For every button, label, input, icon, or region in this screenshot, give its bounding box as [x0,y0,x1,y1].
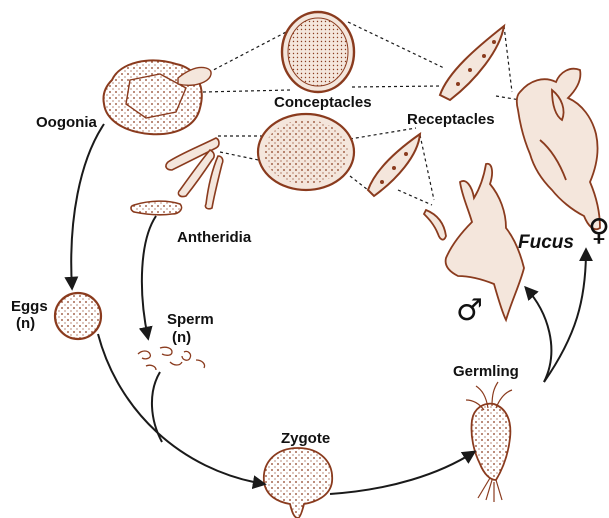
antheridia-illustration [131,138,223,215]
male-conceptacle-illustration [258,114,354,190]
male-symbol: ♂ [456,293,483,328]
label-eggs: Eggs [11,298,48,315]
female-symbol: ♀ [588,213,609,248]
egg-illustration [55,293,101,339]
label-eggs-ploidy: (n) [16,315,35,332]
label-germling: Germling [453,363,519,380]
label-zygote: Zygote [281,430,330,447]
sperm-illustration [138,347,205,370]
label-fucus: Fucus [518,232,574,253]
female-fucus-thallus-illustration [517,69,600,230]
zygote-illustration [264,448,332,518]
arrow-eggs-to-zygote [98,334,264,484]
label-antheridia: Antheridia [177,229,252,246]
label-sperm-ploidy: (n) [172,329,191,346]
germling-illustration [466,382,512,502]
label-oogonia: Oogonia [36,114,97,131]
male-receptacle-illustration [368,134,420,196]
arrow-sperm-to-zygote [152,372,162,442]
label-receptacles: Receptacles [407,111,495,128]
female-conceptacle-illustration [282,12,354,92]
arrow-zygote-to-germling [330,452,474,494]
oogonia-illustration [103,61,211,135]
arrow-antheridia-to-sperm [142,216,156,338]
arrow-germling-to-male-thallus [526,288,551,382]
label-sperm: Sperm [167,311,214,328]
arrow-oogonia-to-eggs [71,124,104,288]
label-conceptacles: Conceptacles [274,94,372,111]
female-receptacle-illustration [440,26,504,100]
